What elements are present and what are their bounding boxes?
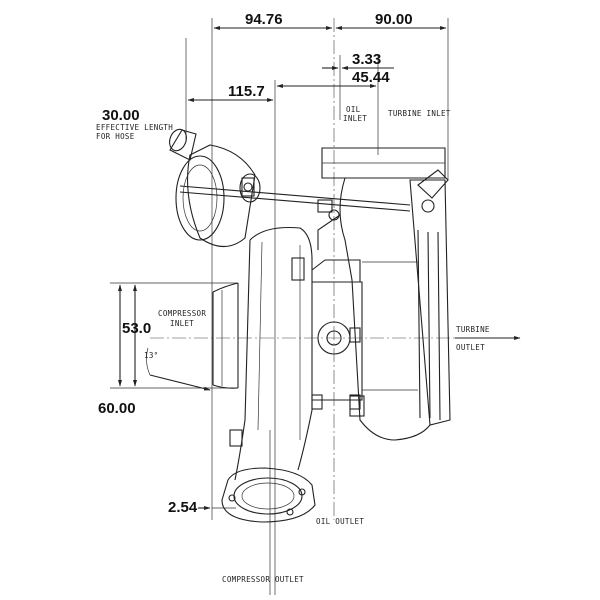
extension-lines [110,18,520,595]
dim-45-44: 45.44 [352,69,390,86]
compressor-housing [221,226,316,523]
for-hose-label: FOR HOSE [96,132,135,141]
dim-90-00: 90.00 [375,11,413,28]
turbine-outlet-label-1: TURBINE [456,325,490,334]
oil-outlet-label: OIL OUTLET [316,517,364,526]
oil-inlet-label-1: OIL [346,105,361,114]
dim-3-33: 3.33 [352,51,381,68]
dimension-lines [118,26,447,510]
turbine-housing [321,147,451,441]
dim-115-7: 115.7 [228,83,265,100]
oil-inlet-label-2: INLET [343,114,367,123]
center-housing [311,199,363,410]
compressor-inlet-pipe [212,282,239,389]
dim-30-00: 30.00 [102,107,140,124]
compressor-inlet-label-2: INLET [170,319,194,328]
turbine-inlet-label: TURBINE INLET [388,109,451,118]
compressor-outlet-label: COMPRESSOR OUTLET [222,575,304,584]
dim-60-00: 60.00 [98,400,136,417]
compressor-inlet-label-1: COMPRESSOR [158,309,206,318]
turbine-outlet-label-2: OUTLET [456,343,485,352]
dim-94-76: 94.76 [245,11,283,28]
dim-53-0: 53.0 [122,320,151,337]
wastegate-actuator [169,128,411,248]
dim-2-54: 2.54 [168,499,198,516]
effective-length-label: EFFECTIVE LENGTH [96,123,173,132]
angle-13-label: 13° [144,351,158,360]
